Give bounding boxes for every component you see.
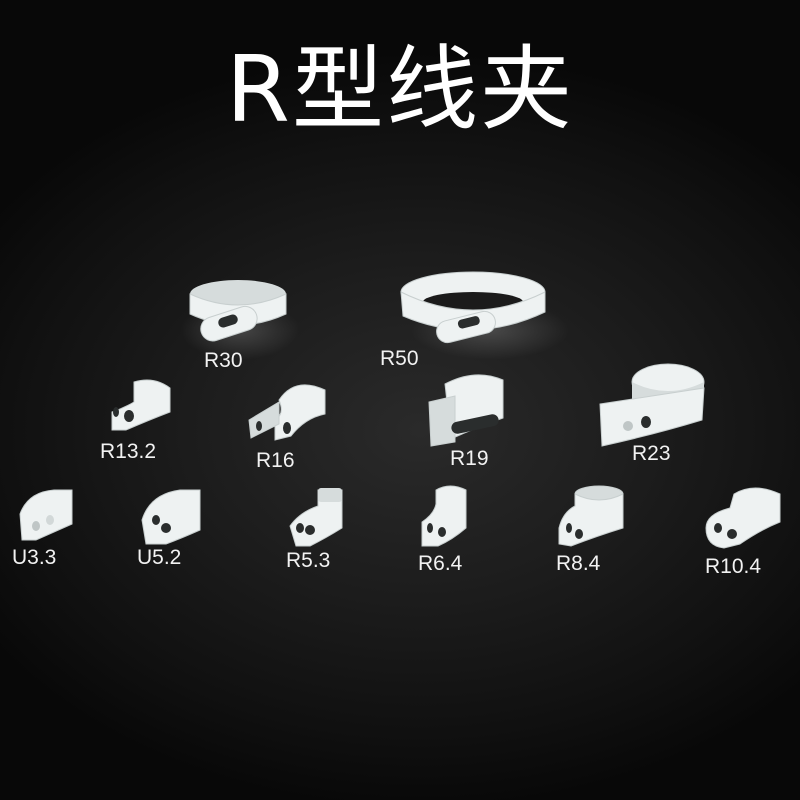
clip-r5-3-image bbox=[289, 488, 343, 547]
clip-u3-3-image bbox=[19, 489, 73, 541]
label-r8-4: R8.4 bbox=[556, 552, 601, 575]
label-r6-4: R6.4 bbox=[418, 552, 463, 575]
label-r23: R23 bbox=[632, 442, 671, 465]
label-r13-2: R13.2 bbox=[100, 440, 157, 463]
clip-r50-image bbox=[400, 271, 546, 344]
label-u5-2: U5.2 bbox=[137, 546, 182, 569]
label-r5-3: R5.3 bbox=[286, 549, 331, 572]
clip-r6-4-image bbox=[421, 485, 467, 547]
label-r10-4: R10.4 bbox=[705, 555, 762, 578]
clip-r30-image bbox=[189, 280, 287, 342]
clip-r19-image bbox=[428, 374, 504, 447]
label-r30: R30 bbox=[204, 349, 243, 372]
clip-r16-image bbox=[248, 384, 326, 441]
label-r19: R19 bbox=[450, 447, 489, 470]
clip-r13-2-image bbox=[111, 379, 171, 431]
clip-r23-image bbox=[599, 363, 705, 447]
label-r16: R16 bbox=[256, 449, 295, 472]
label-r50: R50 bbox=[380, 347, 419, 370]
clip-u5-2-image bbox=[141, 489, 201, 545]
clip-r10-4-image bbox=[705, 487, 781, 549]
page-title: R型线夹 bbox=[226, 36, 574, 143]
label-u3-3: U3.3 bbox=[12, 546, 57, 569]
clip-r8-4-image bbox=[558, 485, 624, 547]
